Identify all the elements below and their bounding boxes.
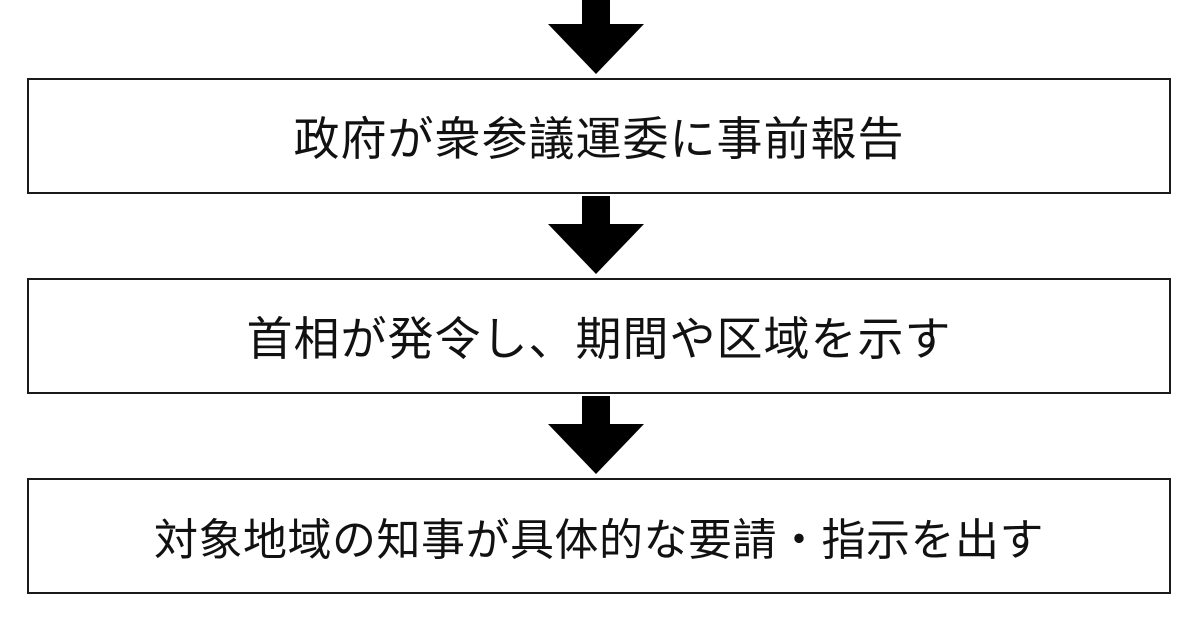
step-box-government-report: 政府が衆参議運委に事前報告	[27, 78, 1171, 194]
down-arrow-icon	[548, 196, 644, 276]
step-label: 首相が発令し、期間や区域を示す	[246, 312, 952, 366]
step-label: 政府が衆参議運委に事前報告	[293, 112, 905, 166]
step-box-governor-request: 対象地域の知事が具体的な要請・指示を出す	[27, 478, 1171, 594]
step-label: 対象地域の知事が具体的な要請・指示を出す	[154, 515, 1044, 566]
down-arrow-icon	[548, 396, 644, 476]
down-arrow-icon	[548, 0, 644, 76]
step-box-prime-minister-order: 首相が発令し、期間や区域を示す	[27, 278, 1171, 394]
